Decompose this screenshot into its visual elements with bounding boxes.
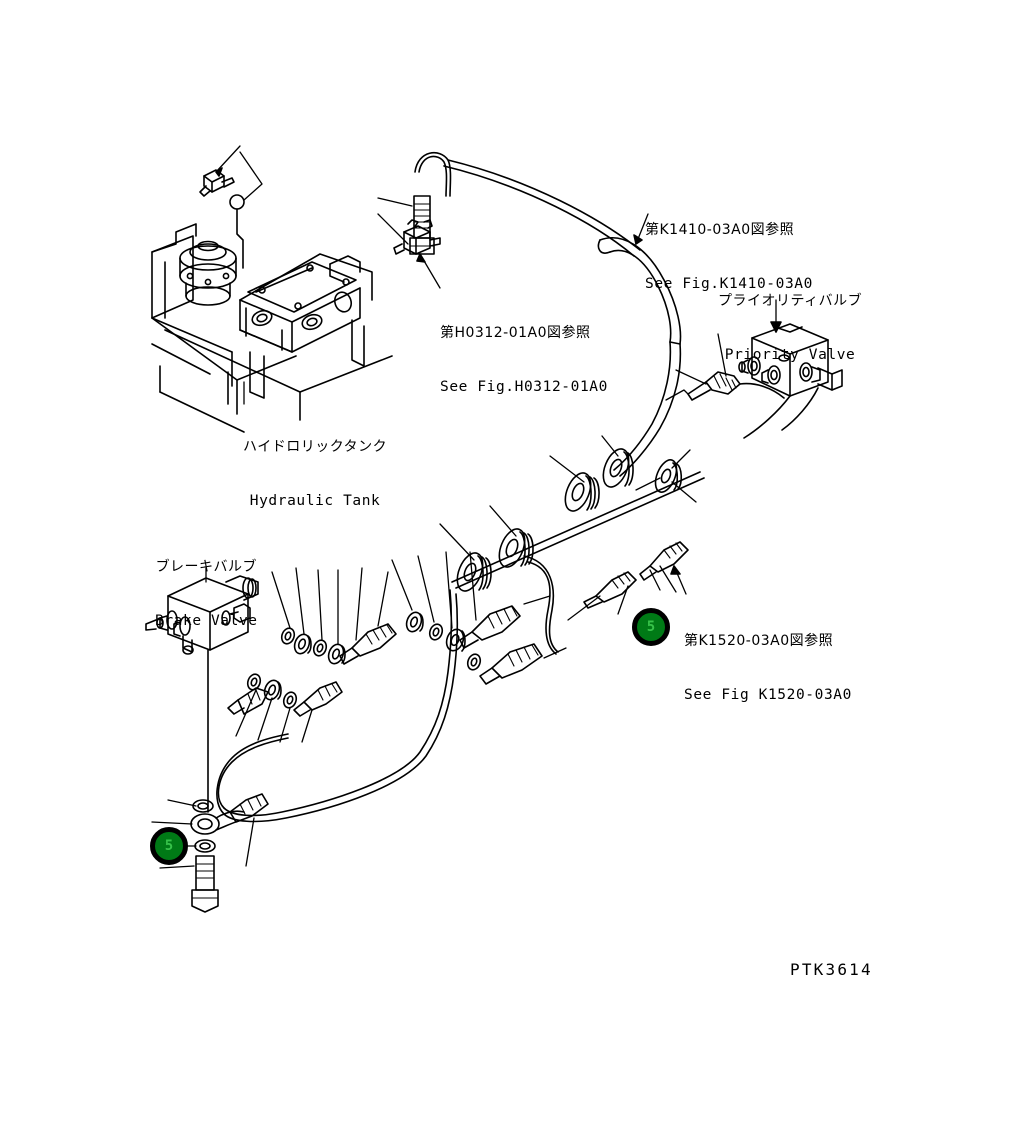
reference-label-k1410-jp: 第K1410-03A0図参照 xyxy=(645,222,795,238)
hose-fitting-1 xyxy=(456,552,492,592)
priority-valve-label-en: Priority Valve xyxy=(724,347,856,363)
main-hydraulic-line xyxy=(439,435,705,655)
k1520-leader xyxy=(670,565,687,595)
brake-valve-hardware-lower xyxy=(227,673,343,743)
brake-valve-hardware-right xyxy=(391,551,567,685)
reference-label-k1520-en: See Fig K1520-03A0 xyxy=(684,687,852,703)
reference-label-h0312-en: See Fig.H0312-01A0 xyxy=(440,379,608,395)
lower-hose-loop xyxy=(216,589,459,823)
reference-label-k1520: 第K1520-03A0図参照 See Fig K1520-03A0 xyxy=(684,596,852,740)
hydraulic-tank-assembly xyxy=(151,145,393,433)
hydraulic-tank-label: ハイドロリックタンク Hydraulic Tank xyxy=(243,402,387,546)
hose-fitting-3 xyxy=(564,472,600,512)
reference-label-h0312-jp: 第H0312-01A0図参照 xyxy=(440,325,591,341)
h0312-valve-component xyxy=(393,219,441,289)
brake-valve-hardware-upper xyxy=(271,567,397,665)
reference-label-k1410: 第K1410-03A0図参照 See Fig.K1410-03A0 xyxy=(645,185,813,329)
drawing-number: PTK3614 xyxy=(790,960,873,979)
brake-valve-label: ブレーキバルブ Brake Valve xyxy=(155,522,258,666)
hose-fitting-2 xyxy=(498,528,534,568)
balloon-item-5-bottom-number: 5 xyxy=(164,838,174,854)
brake-valve-label-en: Brake Valve xyxy=(155,613,258,629)
reference-label-h0312: 第H0312-01A0図参照 See Fig.H0312-01A0 xyxy=(440,288,608,432)
reference-label-k1410-en: See Fig.K1410-03A0 xyxy=(645,276,813,292)
brake-valve-label-jp: ブレーキバルブ xyxy=(155,559,258,575)
balloon-item-5-right[interactable]: 5 xyxy=(632,608,670,646)
priority-valve-label: プライオリティバルブ Priority Valve xyxy=(718,256,862,400)
k1520-nipple-group xyxy=(567,541,689,621)
priority-valve-assembly xyxy=(738,299,843,439)
k1410-leader xyxy=(633,213,649,245)
upper-right-hose-fitting xyxy=(665,333,785,401)
upper-hydraulic-hose xyxy=(377,151,682,477)
hydraulic-tank-label-jp: ハイドロリックタンク xyxy=(243,439,388,455)
hose-fitting-4 xyxy=(602,448,634,488)
reference-label-k1520-jp: 第K1520-03A0図参照 xyxy=(684,633,834,649)
balloon-item-5-bottom[interactable]: 5 xyxy=(150,827,188,865)
priority-valve-label-jp: プライオリティバルブ xyxy=(718,293,863,309)
hydraulic-tank-label-en: Hydraulic Tank xyxy=(249,493,381,509)
balloon-item-5-right-number: 5 xyxy=(646,619,656,635)
